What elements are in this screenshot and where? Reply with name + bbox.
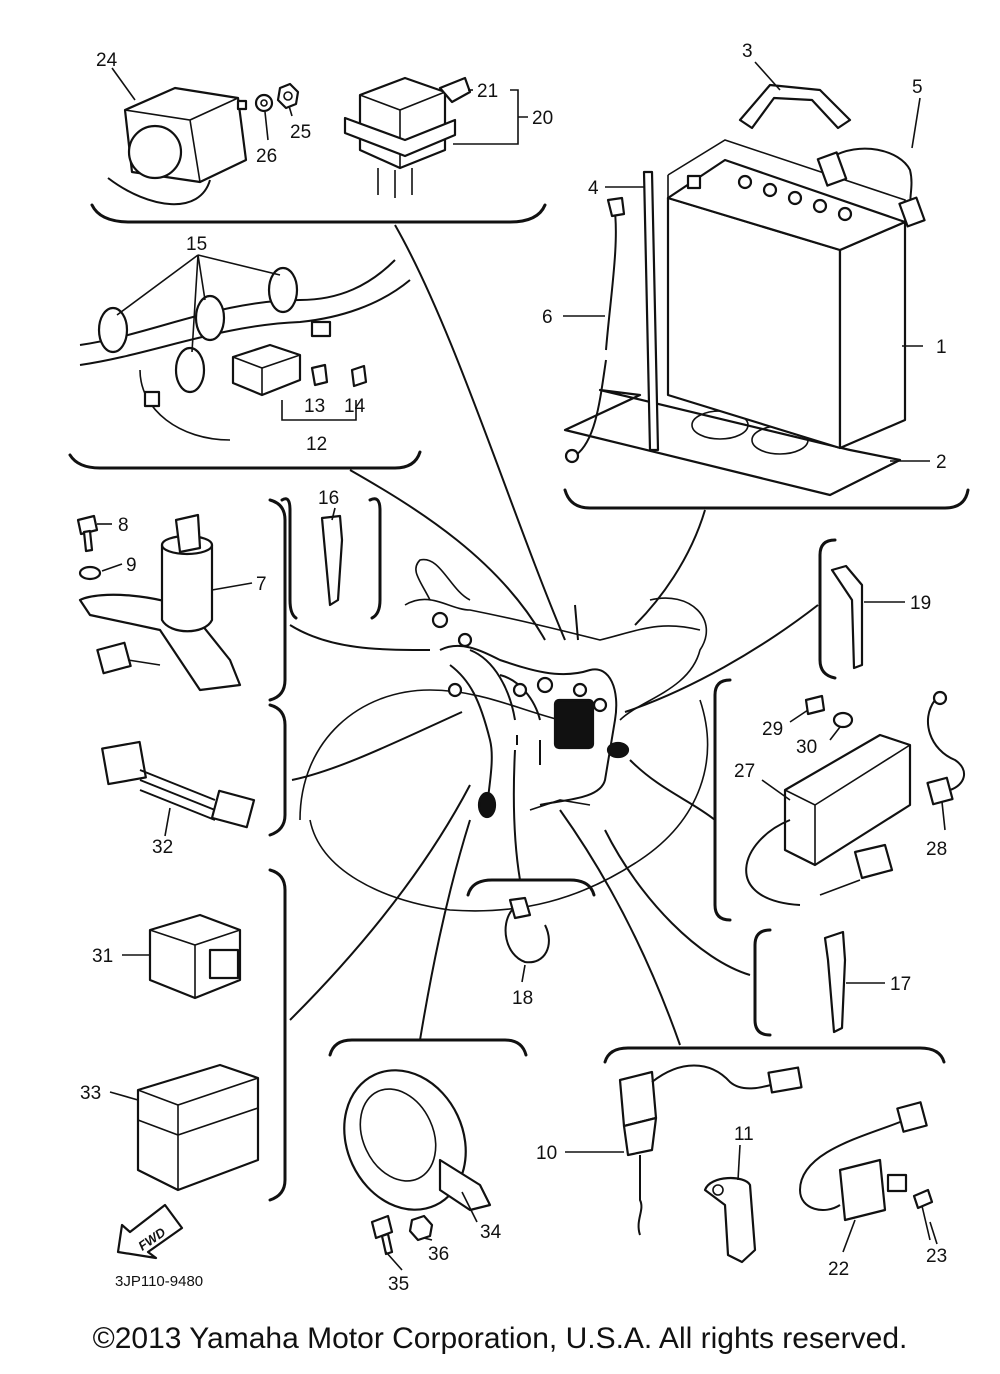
part-10-switch	[618, 1064, 803, 1236]
callout-31: 31	[92, 946, 113, 967]
part-7-main-switch	[78, 513, 242, 692]
callout-24: 24	[96, 50, 118, 71]
callout-19: 19	[910, 593, 931, 614]
callout-13: 13	[304, 396, 325, 417]
harness-leader-lines	[289, 224, 819, 1046]
part-3-battery-band	[738, 83, 852, 130]
callout-12: 12	[306, 434, 327, 455]
part-9-washer	[78, 565, 102, 581]
callout-leaders	[97, 61, 946, 1271]
callout-36: 36	[428, 1244, 449, 1265]
part-18-clamp	[504, 896, 550, 964]
callout-14: 14	[344, 396, 366, 417]
callout-25: 25	[290, 122, 311, 143]
part-32-lead	[101, 740, 256, 829]
callout-18: 18	[512, 988, 533, 1009]
callout-28: 28	[926, 839, 947, 860]
part-14-fuse	[350, 364, 368, 388]
callout-27: 27	[734, 761, 755, 782]
part-6-lead-wire	[564, 196, 626, 464]
callout-17: 17	[890, 974, 911, 995]
callout-3: 3	[742, 41, 753, 62]
part-35-bolt	[370, 1214, 394, 1256]
group-brackets	[68, 203, 970, 1202]
callout-numbers: 1 2 3 4 5 6 7 8 9 10 11 12 13 14 15 16 1…	[80, 41, 947, 1295]
part-26-washer	[254, 93, 274, 113]
part-1-battery	[666, 139, 907, 450]
callout-1: 1	[936, 337, 947, 358]
callout-11: 11	[734, 1124, 754, 1145]
part-22-switch	[798, 1101, 928, 1222]
part-29-bolt	[804, 694, 826, 716]
part-5-lead-wire	[816, 147, 926, 228]
part-28-lead	[926, 690, 965, 806]
callout-26: 26	[256, 146, 277, 167]
part-20-relay	[343, 76, 457, 198]
callout-33: 33	[80, 1083, 101, 1104]
callout-29: 29	[762, 719, 783, 740]
callout-7: 7	[256, 574, 267, 595]
callout-2: 2	[936, 452, 947, 473]
callout-23: 23	[926, 1246, 947, 1267]
part-27-cdi-unit	[745, 733, 912, 906]
callout-8: 8	[118, 515, 129, 536]
copyright-notice: ©2013 Yamaha Motor Corporation, U.S.A. A…	[92, 1322, 908, 1355]
callout-22: 22	[828, 1259, 849, 1280]
callout-10: 10	[536, 1143, 557, 1164]
callout-20: 20	[532, 108, 553, 129]
part-13-fuse	[310, 363, 329, 387]
part-30-washer	[832, 711, 854, 729]
wire-harness-assembly	[299, 558, 709, 912]
callout-34: 34	[480, 1222, 502, 1243]
part-8-bolt	[76, 514, 99, 553]
callout-30: 30	[796, 737, 817, 758]
callout-16: 16	[318, 488, 339, 509]
callout-32: 32	[152, 837, 173, 858]
callout-15: 15	[186, 234, 207, 255]
part-23-screw	[912, 1188, 934, 1241]
part-16-band	[320, 514, 344, 607]
part-24-unit	[107, 86, 248, 206]
callout-35: 35	[388, 1274, 409, 1295]
part-15-band-harness	[79, 259, 411, 441]
part-34-horn	[343, 1069, 492, 1212]
fwd-arrow: FWD	[116, 1203, 184, 1260]
part-33-unit	[136, 1063, 260, 1192]
drawing-number: 3JP110-9480	[115, 1273, 203, 1290]
callout-4: 4	[588, 178, 599, 199]
callout-9: 9	[126, 555, 137, 576]
part-25-nut	[276, 82, 300, 110]
callout-5: 5	[912, 77, 923, 98]
part-31-relay	[148, 913, 242, 1000]
part-36-nut	[408, 1214, 434, 1242]
callout-21: 21	[477, 81, 498, 102]
part-21-clip	[438, 76, 472, 104]
callout-6: 6	[542, 307, 553, 328]
part-11-plate	[703, 1177, 757, 1264]
part-12-fuse-box	[231, 343, 302, 397]
part-17-band	[823, 930, 847, 1034]
parts-diagram: FWD	[68, 41, 970, 1295]
part-4-breather-pipe	[642, 170, 660, 452]
part-19-band	[830, 564, 864, 670]
